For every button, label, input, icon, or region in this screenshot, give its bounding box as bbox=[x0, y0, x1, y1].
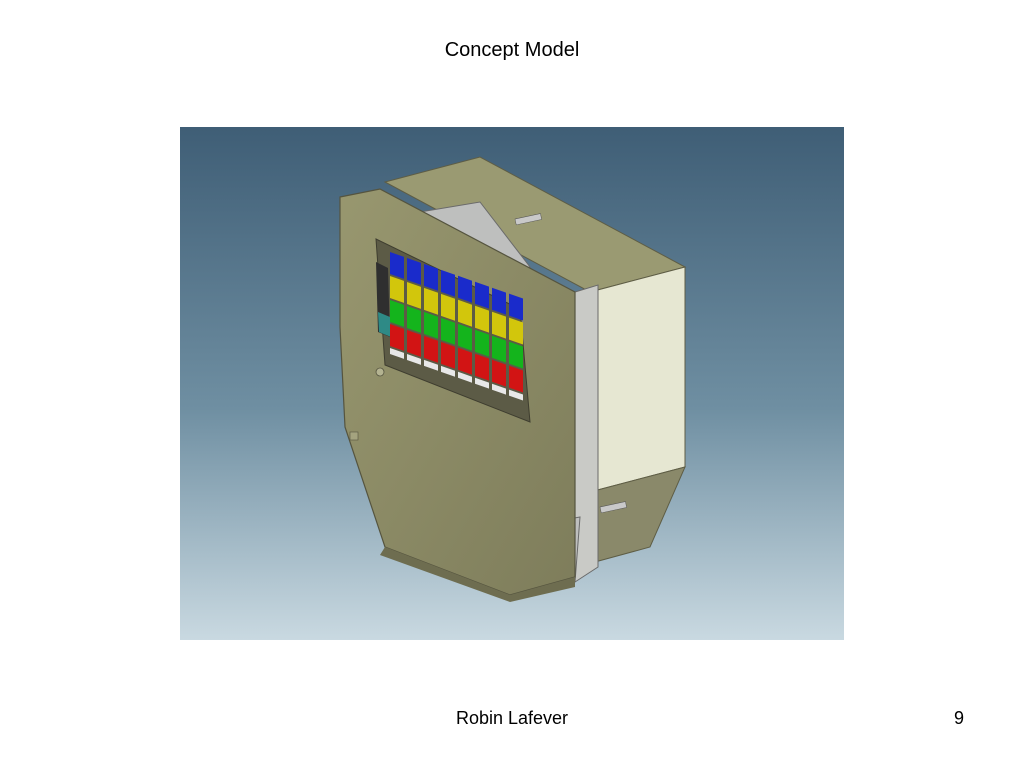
top-pin bbox=[514, 213, 542, 226]
teal-cell bbox=[378, 312, 391, 337]
slide-title: Concept Model bbox=[444, 39, 580, 61]
concept-model-image bbox=[180, 127, 844, 640]
housing-tab bbox=[349, 431, 359, 441]
housing-bolt bbox=[375, 367, 385, 377]
bottom-pin bbox=[599, 501, 627, 514]
side-panel bbox=[589, 266, 686, 493]
concept-model-render bbox=[180, 127, 844, 640]
page-number: 9 bbox=[953, 708, 964, 728]
footer-author: Robin Lafever bbox=[455, 708, 569, 728]
cell-grid bbox=[390, 252, 523, 401]
